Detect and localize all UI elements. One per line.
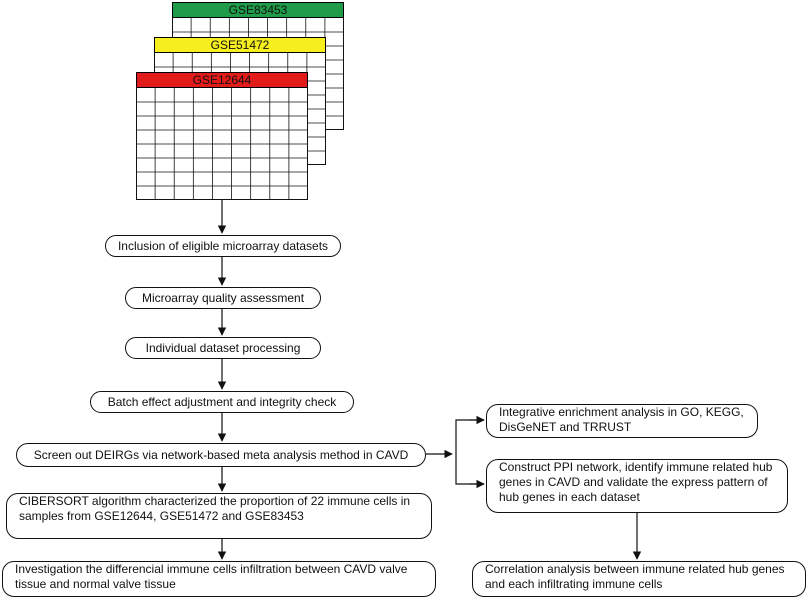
step-text-line2: and each infiltrating immune cells	[485, 577, 663, 591]
step-text-line1: Construct PPI network, identify immune r…	[499, 460, 773, 474]
step-text-line1: Correlation analysis between immune rela…	[485, 562, 785, 576]
step-text-line1: Investigation the differencial immune ce…	[15, 562, 408, 576]
step-text-line1: Integrative enrichment analysis in GO, K…	[499, 405, 744, 419]
step-text-line1: CIBERSORT algorithm characterized the pr…	[19, 494, 411, 508]
dataset-label: GSE83453	[228, 3, 288, 17]
step-text: Inclusion of eligible microarray dataset…	[117, 238, 329, 253]
step-dataset-processing: Individual dataset processing	[125, 337, 321, 359]
dataset-header-gse12644: GSE12644	[136, 72, 308, 88]
step-text: Batch effect adjustment and integrity ch…	[107, 394, 337, 409]
step-text: Microarray quality assessment	[141, 290, 305, 305]
step-correlation-analysis: Correlation analysis between immune rela…	[472, 561, 806, 597]
step-batch-effect: Batch effect adjustment and integrity ch…	[90, 391, 354, 413]
dataset-table-gse12644: GSE12644	[136, 72, 308, 200]
table-border	[136, 72, 308, 200]
dataset-label: GSE51472	[210, 38, 270, 52]
dataset-grid	[136, 72, 308, 200]
step-text-line2: DisGeNET and TRRUST	[499, 420, 632, 434]
step-text-line2: samples from GSE12644, GSE51472 and GSE8…	[19, 509, 304, 523]
step-text: Individual dataset processing	[145, 340, 301, 355]
dataset-header-gse51472: GSE51472	[154, 37, 326, 53]
dataset-header-gse83453: GSE83453	[172, 2, 344, 18]
step-inclusion: Inclusion of eligible microarray dataset…	[105, 235, 341, 257]
step-screen-deirgs: Screen out DEIRGs via network-based meta…	[16, 443, 426, 467]
step-text-line2: genes in CAVD and validate the express p…	[499, 475, 768, 489]
step-investigation: Investigation the differencial immune ce…	[2, 561, 436, 597]
step-cibersort: CIBERSORT algorithm characterized the pr…	[6, 493, 432, 539]
branch-connector	[455, 419, 484, 485]
step-enrichment-analysis: Integrative enrichment analysis in GO, K…	[486, 404, 758, 438]
step-quality-assessment: Microarray quality assessment	[125, 287, 321, 309]
step-ppi-network: Construct PPI network, identify immune r…	[486, 459, 788, 513]
step-text-line3: hub genes in each dataset	[499, 490, 640, 504]
step-text: Screen out DEIRGs via network-based meta…	[33, 447, 409, 462]
step-text-line2: tissue and normal valve tissue	[15, 577, 176, 591]
dataset-label: GSE12644	[192, 73, 252, 87]
